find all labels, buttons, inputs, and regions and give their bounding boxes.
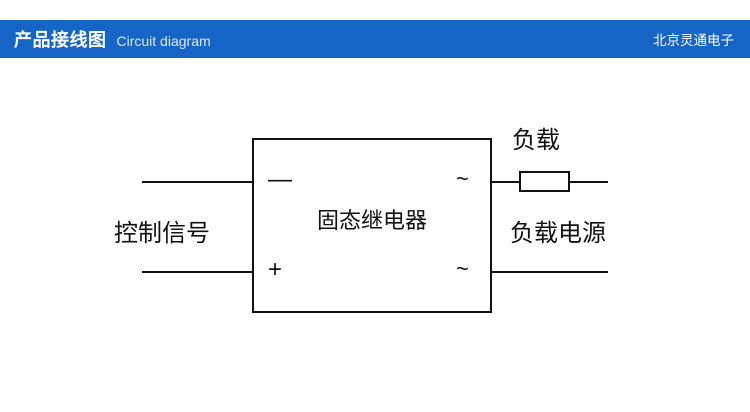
label-load-power: 负载电源 bbox=[510, 220, 606, 247]
label-load: 负载 bbox=[512, 127, 560, 154]
wire-output-top-left bbox=[492, 181, 519, 183]
page-title-cn: 产品接线图 bbox=[14, 30, 107, 50]
label-control-signal: 控制信号 bbox=[114, 220, 210, 247]
wire-output-bottom bbox=[492, 271, 608, 273]
terminal-ac-top-mark: ~ bbox=[456, 166, 469, 191]
relay-body bbox=[252, 138, 492, 313]
diagram-canvas: 固态继电器 — + ~ ~ 控制信号 负载 负载电源 bbox=[0, 58, 750, 412]
load-resistor-symbol bbox=[519, 171, 570, 192]
header-bar: 产品接线图 Circuit diagram 北京灵通电子 bbox=[0, 20, 750, 58]
relay-label: 固态继电器 bbox=[316, 208, 427, 233]
wire-input-positive bbox=[142, 271, 252, 273]
page-title-en: Circuit diagram bbox=[116, 33, 211, 49]
wire-input-negative bbox=[142, 181, 252, 183]
terminal-positive-mark: + bbox=[268, 256, 283, 283]
header-title-group: 产品接线图 Circuit diagram bbox=[14, 26, 653, 52]
terminal-negative-mark: — bbox=[268, 166, 292, 193]
wire-output-top-right bbox=[570, 181, 608, 183]
terminal-ac-bottom-mark: ~ bbox=[456, 256, 469, 281]
brand-name: 北京灵通电子 bbox=[653, 33, 734, 48]
